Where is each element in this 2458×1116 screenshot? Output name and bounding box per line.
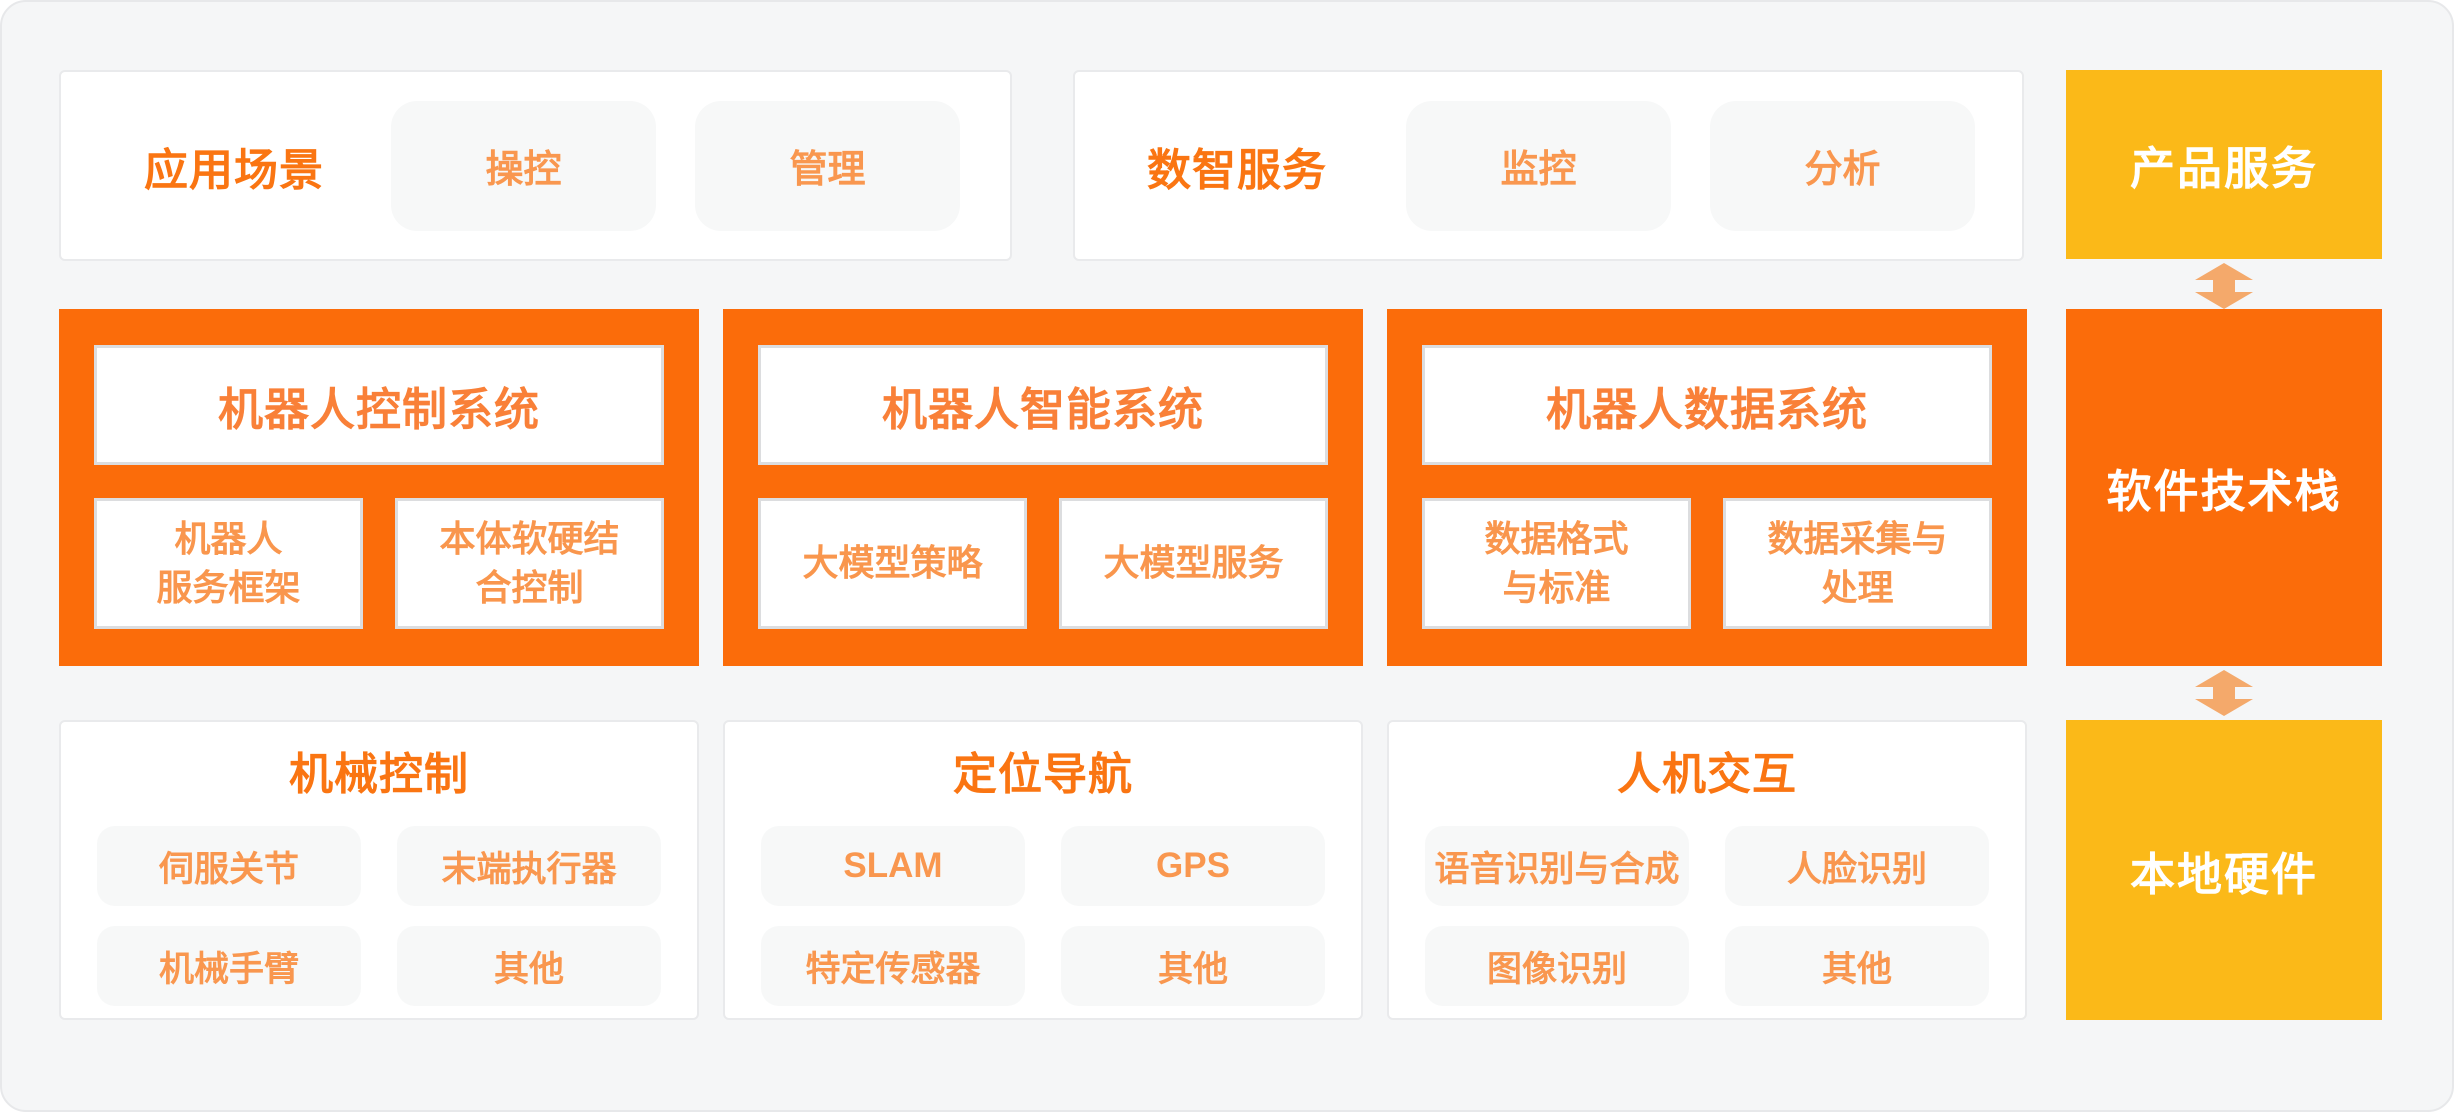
chip-other: 其他: [397, 926, 661, 1006]
chip-servo-joint: 伺服关节: [97, 826, 361, 906]
subbox-llm-strategy: 大模型策略: [758, 498, 1027, 629]
panel-title: 数智服务: [1147, 145, 1327, 195]
system-subrow: 大模型策略 大模型服务: [758, 498, 1328, 629]
panel-title: 应用场景: [144, 145, 324, 195]
chip-analysis: 分析: [1710, 100, 1975, 231]
panel-application-scenarios: 应用场景 操控 管理: [59, 70, 1012, 261]
chip-end-effector: 末端执行器: [397, 826, 661, 906]
container-robot-data-system: 机器人数据系统 数据格式 与标准 数据采集与 处理: [1387, 309, 2027, 666]
system-subrow: 数据格式 与标准 数据采集与 处理: [1422, 498, 1992, 629]
panel-human-machine-interaction: 人机交互 语音识别与合成 人脸识别 图像识别 其他: [1387, 720, 2027, 1020]
chip-robotic-arm: 机械手臂: [97, 926, 361, 1006]
subbox-llm-service: 大模型服务: [1059, 498, 1328, 629]
chip-specific-sensors: 特定传感器: [761, 926, 1025, 1006]
sidebox-product-services: 产品服务: [2066, 70, 2382, 259]
subbox-data-collection-processing: 数据采集与 处理: [1723, 498, 1992, 629]
subbox-robot-service-framework: 机器人 服务框架: [94, 498, 363, 629]
container-robot-intelligence-system: 机器人智能系统 大模型策略 大模型服务: [723, 309, 1363, 666]
chip-grid: 语音识别与合成 人脸识别 图像识别 其他: [1425, 826, 1989, 1006]
chip-other: 其他: [1725, 926, 1989, 1006]
double-arrow-icon: [2194, 263, 2254, 309]
system-subrow: 机器人 服务框架 本体软硬结 合控制: [94, 498, 664, 629]
chip-other: 其他: [1061, 926, 1325, 1006]
system-title: 机器人数据系统: [1422, 345, 1992, 465]
container-robot-control-system: 机器人控制系统 机器人 服务框架 本体软硬结 合控制: [59, 309, 699, 666]
chip-speech-recognition-synthesis: 语音识别与合成: [1425, 826, 1689, 906]
chip-gps: GPS: [1061, 826, 1325, 906]
subbox-data-format-standards: 数据格式 与标准: [1422, 498, 1691, 629]
double-arrow-icon: [2194, 670, 2254, 716]
panel-title: 人机交互: [1617, 750, 1797, 799]
chip-management: 管理: [695, 100, 960, 231]
chip-grid: SLAM GPS 特定传感器 其他: [761, 826, 1325, 1006]
chip-slam: SLAM: [761, 826, 1025, 906]
chip-grid: 伺服关节 末端执行器 机械手臂 其他: [97, 826, 661, 1006]
panel-digital-services: 数智服务 监控 分析: [1073, 70, 2024, 261]
chip-monitoring: 监控: [1406, 100, 1671, 231]
chip-row: 操控 管理: [391, 100, 960, 231]
chip-face-recognition: 人脸识别: [1725, 826, 1989, 906]
chip-manipulation: 操控: [391, 100, 656, 231]
system-title: 机器人控制系统: [94, 345, 664, 465]
chip-image-recognition: 图像识别: [1425, 926, 1689, 1006]
system-title: 机器人智能系统: [758, 345, 1328, 465]
panel-mechanical-control: 机械控制 伺服关节 末端执行器 机械手臂 其他: [59, 720, 699, 1020]
panel-positioning-navigation: 定位导航 SLAM GPS 特定传感器 其他: [723, 720, 1363, 1020]
chip-row: 监控 分析: [1406, 100, 1975, 231]
panel-title: 定位导航: [953, 750, 1133, 799]
sidebox-software-tech-stack: 软件技术栈: [2066, 309, 2382, 666]
sidebox-local-hardware: 本地硬件: [2066, 720, 2382, 1020]
panel-title: 机械控制: [289, 750, 469, 799]
subbox-hw-sw-combined-control: 本体软硬结 合控制: [395, 498, 664, 629]
